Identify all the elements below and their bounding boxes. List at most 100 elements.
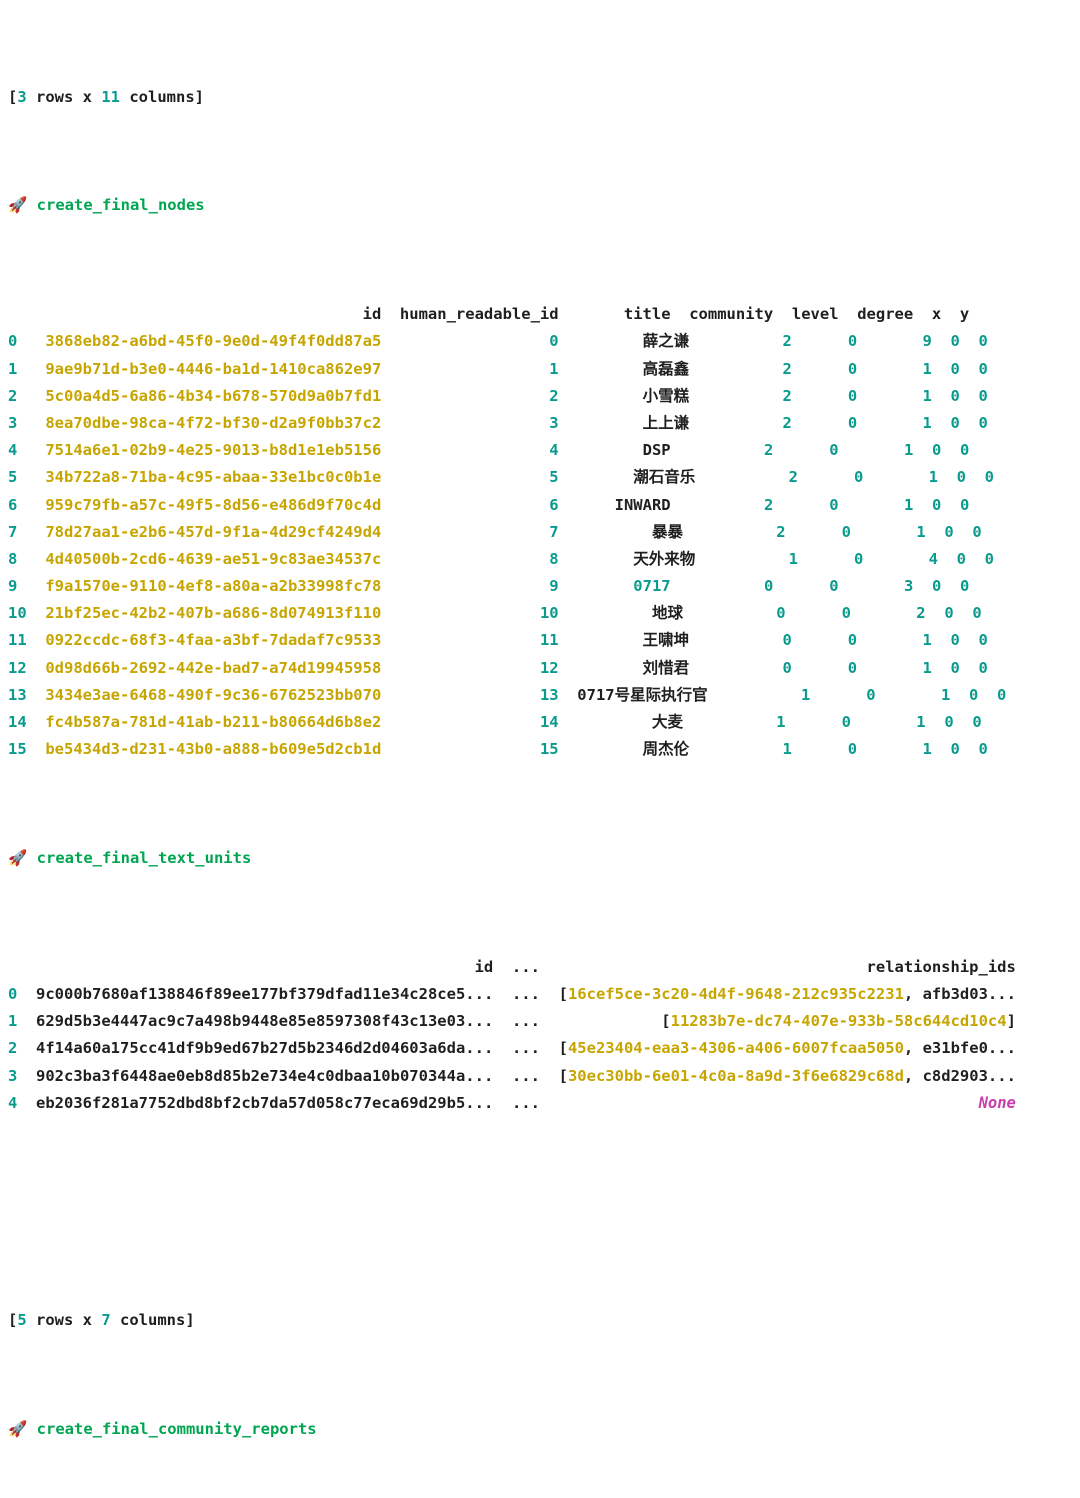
cell-padding <box>960 740 979 758</box>
number-text: 0 <box>972 522 982 541</box>
cell-padding <box>932 631 951 649</box>
number-text: 0 <box>959 577 970 596</box>
cell-padding <box>857 360 922 378</box>
cell-padding <box>381 686 540 704</box>
cell-padding <box>559 387 643 405</box>
cell-padding <box>863 468 928 486</box>
cell-padding <box>941 441 960 459</box>
cell-padding <box>493 1067 512 1085</box>
number-text: 5 <box>549 468 559 487</box>
number-text: 0 <box>853 549 864 568</box>
row-index: 15 <box>8 740 27 759</box>
cell-text: 4f14a60a175cc41df9b9ed67b27d5b2346d2d046… <box>36 1039 494 1058</box>
cell-padding <box>381 577 549 595</box>
cell-text: 629d5b3e4447ac9c7a498b9448e85e8597308f43… <box>36 1012 494 1031</box>
uuid-text: 959c79fb-a57c-49f5-8d56-e486d9f70c4d <box>45 495 382 514</box>
table-row: 3 902c3ba3f6448ae0eb8d85b2e734e4c0dbaa10… <box>8 1063 1080 1090</box>
cell-padding <box>792 414 848 432</box>
row-index: 13 <box>8 685 27 704</box>
rocket-icon: 🚀 <box>8 1420 28 1439</box>
cell-padding <box>27 659 46 677</box>
cell-padding <box>689 332 782 350</box>
shape-line-text-units-table: [5 rows x 7 columns] <box>8 1307 1080 1334</box>
number-text: 0 <box>978 413 988 432</box>
table-row: 5 34b722a8-71ba-4c95-abaa-33e1bc0c0b1e 5… <box>8 464 1080 491</box>
number-text: 0 <box>950 359 960 378</box>
cell-padding <box>938 468 957 486</box>
number-text: 3 <box>903 577 914 596</box>
cell-text: 0717号星际执行官 <box>577 685 708 704</box>
cell-text: 潮石音乐 <box>633 468 696 487</box>
cell-padding <box>381 713 540 731</box>
cell-padding <box>27 496 46 514</box>
cell-padding <box>381 659 540 677</box>
number-text: 0 <box>847 359 858 378</box>
uuid-text: fc4b587a-781d-41ab-b211-b80664d6b8e2 <box>45 713 382 732</box>
cell-padding <box>683 523 776 541</box>
cell-padding <box>689 659 782 677</box>
cell-padding <box>559 631 643 649</box>
number-text: 0 <box>782 658 792 677</box>
cell-text: INWARD <box>614 495 671 514</box>
uuid-text: f9a1570e-9110-4ef8-a80a-a2b33998fc78 <box>45 577 382 596</box>
cell-padding <box>932 659 951 677</box>
cell-text: eb2036f281a7752dbd8bf2cb7da57d058c77eca6… <box>36 1093 494 1112</box>
cell-padding <box>786 523 842 541</box>
cell-text: 高磊鑫 <box>642 359 690 378</box>
cell-padding <box>17 1012 36 1030</box>
number-text: 0 <box>931 577 942 596</box>
number-text: 15 <box>539 740 559 759</box>
cell-padding <box>559 468 634 486</box>
number-text: 1 <box>903 495 914 514</box>
number-text: 0 <box>847 658 858 677</box>
number-text: 0 <box>847 332 858 351</box>
column-count: 11 <box>101 87 121 106</box>
number-text: 0 <box>984 549 995 568</box>
cell-padding <box>960 360 979 378</box>
row-index: 9 <box>8 577 27 596</box>
table-row: 0 3868eb82-a6bd-45f0-9e0d-49f4f0dd87a5 0… <box>8 328 1080 355</box>
cell-padding <box>27 550 46 568</box>
cell-padding <box>960 332 979 350</box>
cell-padding <box>17 985 36 1003</box>
cell-padding <box>17 1094 36 1112</box>
table-row: 14 fc4b587a-781d-41ab-b211-b80664d6b8e2 … <box>8 709 1080 736</box>
number-text: 10 <box>539 604 559 623</box>
nodes-table: id human_readable_id title community lev… <box>8 301 1080 763</box>
cell-text: ... <box>511 1066 540 1085</box>
cell-padding <box>857 659 922 677</box>
cell-text: 刘惜君 <box>642 658 690 677</box>
uuid-text: 0922ccdc-68f3-4faa-a3bf-7dadaf7c9533 <box>45 631 382 650</box>
cell-padding <box>954 604 973 622</box>
cell-padding <box>559 441 643 459</box>
cell-padding <box>708 686 801 704</box>
number-text: 0 <box>847 740 858 759</box>
number-text: 13 <box>539 685 559 704</box>
workflow-name-create-final-community-reports: create_final_community_reports <box>36 1420 317 1439</box>
number-text: 9 <box>549 577 559 596</box>
table-row: 2 5c00a4d5-6a86-4b34-b678-570d9a0b7fd1 2… <box>8 383 1080 410</box>
cell-padding <box>671 577 764 595</box>
cell-padding <box>695 468 788 486</box>
cell-padding <box>683 713 776 731</box>
row-index: 12 <box>8 658 27 677</box>
number-text: 0 <box>763 577 774 596</box>
table-row: 4 7514a6e1-02b9-4e25-9013-b8d1e1eb5156 4… <box>8 437 1080 464</box>
cell-text: , afb3d03... <box>903 984 1016 1003</box>
cell-padding <box>559 577 634 595</box>
row-index: 10 <box>8 604 27 623</box>
cell-padding <box>938 550 957 568</box>
cell-padding <box>27 631 46 649</box>
cell-padding <box>773 441 829 459</box>
row-index: 7 <box>8 522 27 541</box>
cell-padding <box>27 604 46 622</box>
cell-text: ... <box>511 1012 540 1031</box>
number-text: 1 <box>800 685 811 704</box>
number-text: 0 <box>931 441 942 460</box>
cell-padding <box>559 740 643 758</box>
number-text: 1 <box>782 740 792 759</box>
number-text: 0 <box>841 522 851 541</box>
table-header-row: id human_readable_id title community lev… <box>8 301 1080 328</box>
row-index: 4 <box>8 441 27 460</box>
cell-text: , c8d2903... <box>903 1066 1016 1085</box>
